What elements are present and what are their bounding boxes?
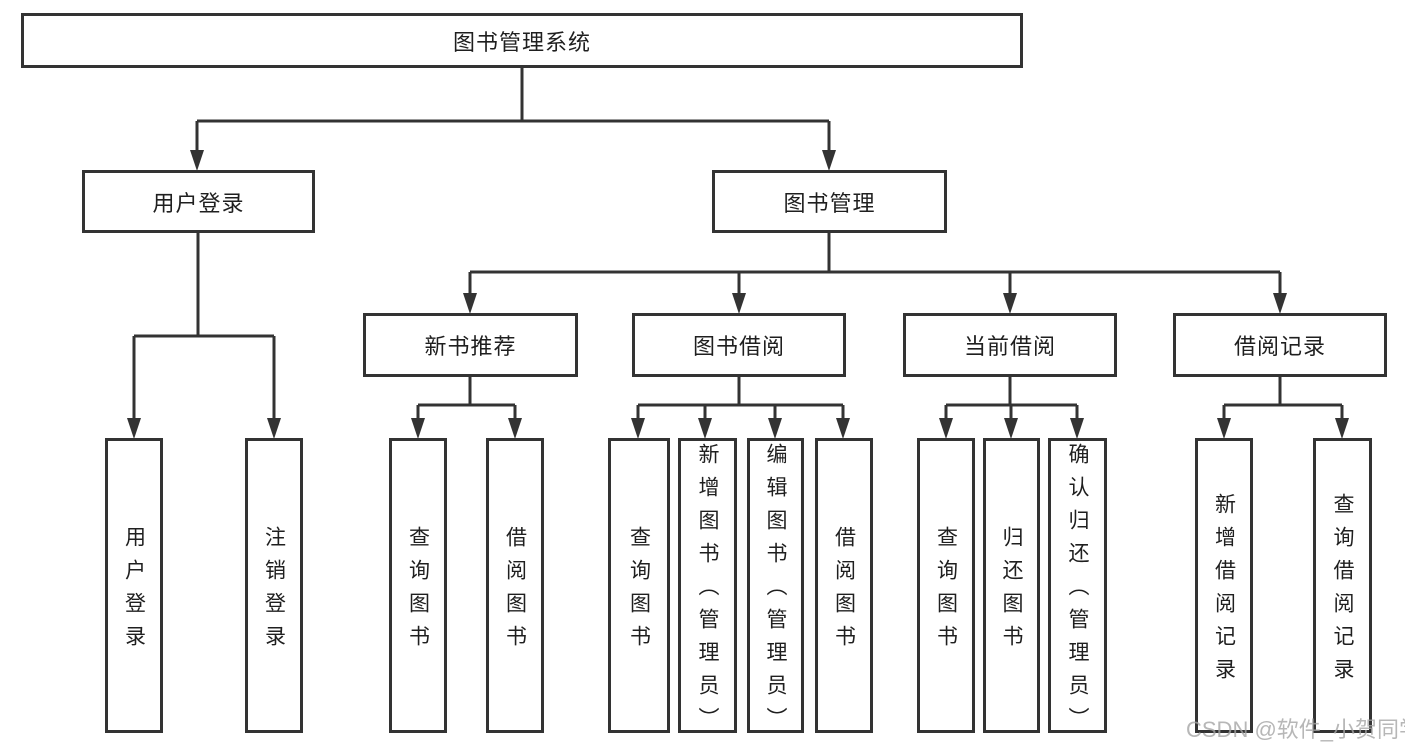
leaf-label: 归还图书 <box>1000 525 1023 658</box>
arrow-down-icon <box>1335 418 1349 439</box>
leaf-label: 新增图书（管理员） <box>696 443 719 740</box>
leaf-node-add-books-admin: 新增图书（管理员） <box>678 438 737 740</box>
arrow-down-icon <box>631 418 645 439</box>
leaf-node-return-books: 归还图书 <box>983 438 1040 733</box>
leaf-label: 确认归还（管理员） <box>1066 443 1089 740</box>
leaf-label: 编辑图书（管理员） <box>764 443 787 740</box>
node-book-borrowing: 图书借阅 <box>632 313 846 377</box>
arrow-down-icon <box>127 418 141 439</box>
connector-root-to-level2 <box>195 68 831 152</box>
arrow-down-icon <box>1003 293 1017 314</box>
node-new-book-recommend: 新书推荐 <box>363 313 578 377</box>
leaf-node-query-borrow-record: 查询借阅记录 <box>1313 438 1372 733</box>
arrow-down-icon <box>939 418 953 439</box>
arrow-down-icon <box>822 150 836 171</box>
arrow-down-icon <box>1004 418 1018 439</box>
arrow-down-icon <box>1273 293 1287 314</box>
arrow-down-icon <box>768 418 782 439</box>
arrow-down-icon <box>1070 418 1084 439</box>
arrow-down-icon <box>836 418 850 439</box>
connector-user-login-to-leaves <box>132 233 276 420</box>
node-book-management: 图书管理 <box>712 170 947 233</box>
arrow-down-icon <box>190 150 204 171</box>
leaf-node-borrow-books: 借阅图书 <box>486 438 544 733</box>
leaf-node-query-books: 查询图书 <box>917 438 975 733</box>
connector-book-borrow-to-leaves <box>636 377 845 420</box>
leaf-label: 借阅图书 <box>832 525 856 658</box>
node-current-borrowing: 当前借阅 <box>903 313 1117 377</box>
connector-borrow-records-to-leaves <box>1222 377 1344 420</box>
connector-book-mgmt-to-level3 <box>468 233 1282 295</box>
leaf-node-confirm-return-admin: 确认归还（管理员） <box>1048 438 1107 740</box>
leaf-node-query-books: 查询图书 <box>389 438 447 733</box>
leaf-label: 借阅图书 <box>503 525 527 658</box>
arrow-down-icon <box>732 293 746 314</box>
leaf-node-logout: 注销登录 <box>245 438 303 733</box>
leaf-label: 用户登录 <box>122 525 146 658</box>
leaf-node-user-login: 用户登录 <box>105 438 163 733</box>
node-user-login: 用户登录 <box>82 170 315 233</box>
csdn-watermark: CSDN @软件_小贺同学 <box>1186 717 1405 742</box>
arrow-down-icon <box>508 418 522 439</box>
leaf-label: 查询图书 <box>406 525 430 658</box>
leaf-label: 新增借阅记录 <box>1212 492 1236 691</box>
leaf-label: 查询图书 <box>627 525 651 658</box>
leaf-label: 注销登录 <box>262 525 286 658</box>
arrowheads-group <box>127 150 1349 439</box>
node-borrow-records: 借阅记录 <box>1173 313 1387 377</box>
leaf-node-query-books: 查询图书 <box>608 438 670 733</box>
leaf-label: 查询图书 <box>934 525 958 658</box>
arrow-down-icon <box>463 293 477 314</box>
leaf-node-add-borrow-record: 新增借阅记录 <box>1195 438 1253 733</box>
arrow-down-icon <box>698 418 712 439</box>
leaf-node-edit-books-admin: 编辑图书（管理员） <box>747 438 804 740</box>
leaf-label: 查询借阅记录 <box>1331 492 1354 691</box>
node-root-system: 图书管理系统 <box>21 13 1023 68</box>
arrow-down-icon <box>267 418 281 439</box>
connector-new-book-to-leaves <box>416 377 517 420</box>
connector-current-borrow-to-leaves <box>944 377 1079 420</box>
arrow-down-icon <box>411 418 425 439</box>
leaf-node-borrow-books: 借阅图书 <box>815 438 873 733</box>
arrow-down-icon <box>1217 418 1231 439</box>
